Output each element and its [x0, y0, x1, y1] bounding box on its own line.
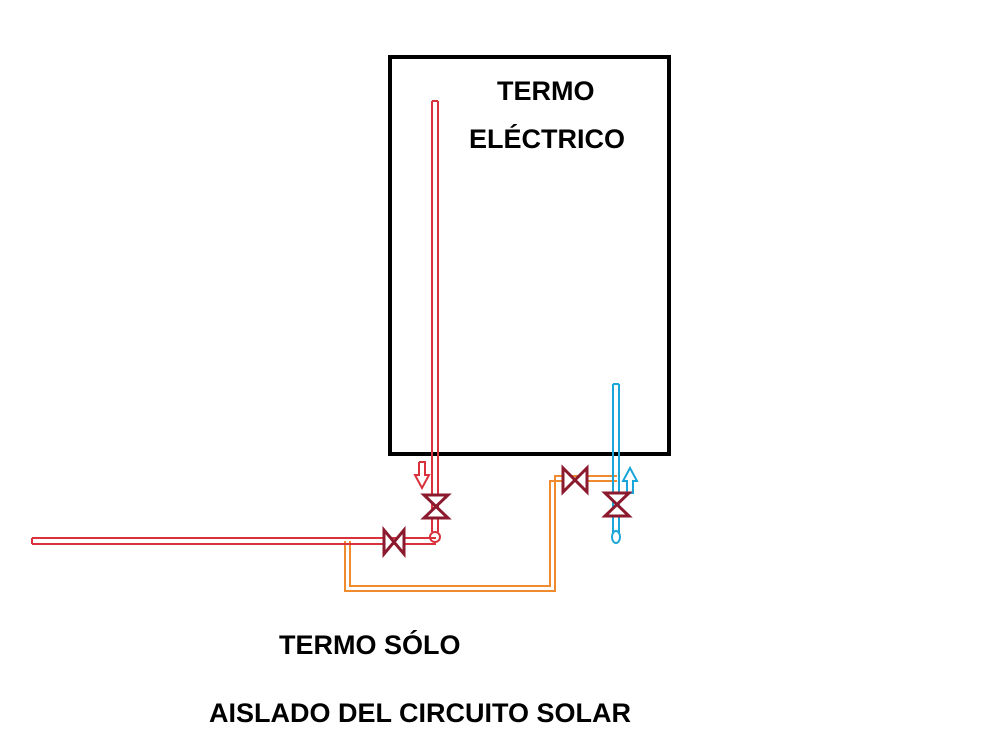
hot-water-pipe [31, 100, 441, 545]
heater-label-line2: ELÉCTRICO [469, 124, 626, 154]
up-arrow-icon [621, 465, 639, 494]
caption-line1: TERMO SÓLO [279, 630, 461, 660]
down-arrow-icon [413, 461, 431, 491]
gate-valve-icon [382, 525, 406, 559]
caption-line2: AISLADO DEL CIRCUITO SOLAR [209, 698, 632, 728]
water-heater-tank [388, 55, 671, 456]
gate-valve-icon [420, 493, 452, 520]
gate-valve-icon [561, 464, 589, 496]
gate-valve-icon [601, 491, 633, 518]
heater-label-line1: TERMO [497, 76, 595, 106]
